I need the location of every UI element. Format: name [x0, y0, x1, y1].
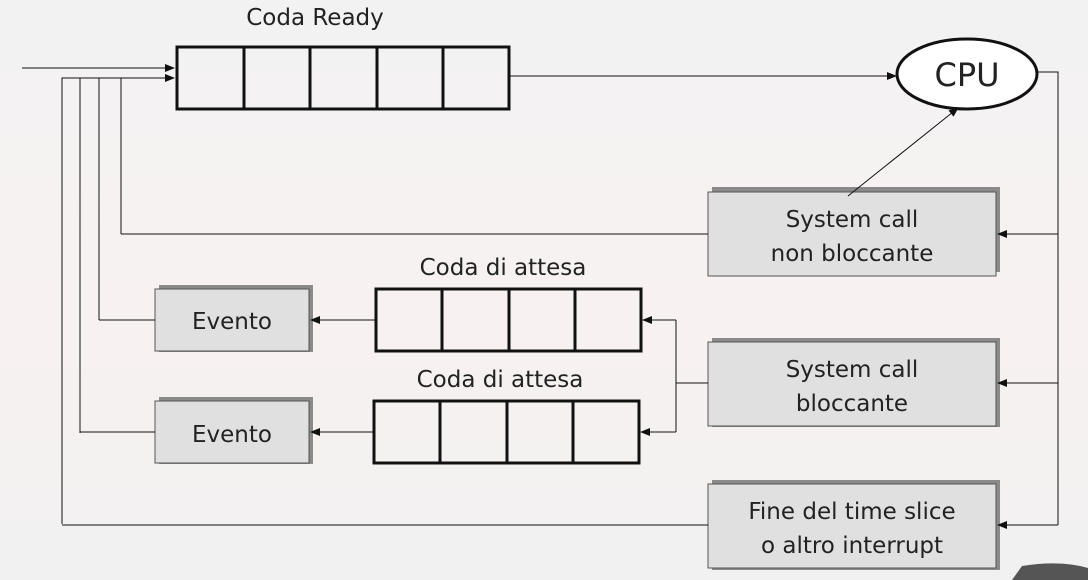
wait-queue-2: [372, 399, 641, 465]
wait-queue-1-label: Coda di attesa: [420, 255, 587, 281]
time-slice-line1: Fine del time slice: [748, 499, 955, 525]
syscall-nonblocking-line1: System call: [786, 207, 919, 233]
cpu-exit-line: [1037, 71, 1059, 525]
syscall-nonblocking-box: System call non bloccante: [707, 187, 1000, 277]
cpu-label: CPU: [934, 56, 999, 94]
wait-queue-2-label: Coda di attesa: [417, 367, 584, 393]
ready-queue: [175, 45, 511, 111]
event-2-box: Evento: [154, 397, 313, 464]
ready-queue-label: Coda Ready: [246, 5, 384, 31]
syscall-to-cpu-arrow: [847, 107, 959, 197]
page-curl-decoration: [1012, 563, 1088, 580]
syscall-blocking-line2: bloccante: [796, 391, 908, 417]
wait-queue-1: [374, 287, 643, 353]
syscall-blocking-box: System call bloccante: [707, 338, 1000, 427]
return-lines-bundle: [61, 74, 175, 524]
syscall-blocking-line1: System call: [786, 357, 919, 383]
time-slice-line2: o altro interrupt: [761, 533, 943, 559]
event-1-label: Evento: [192, 309, 272, 335]
time-slice-box: Fine del time slice o altro interrupt: [707, 480, 1000, 570]
cpu-node: CPU: [895, 37, 1039, 111]
event-1-box: Evento: [154, 285, 313, 352]
syscall-nonblocking-line2: non bloccante: [771, 241, 934, 267]
event-2-label: Evento: [192, 422, 272, 448]
